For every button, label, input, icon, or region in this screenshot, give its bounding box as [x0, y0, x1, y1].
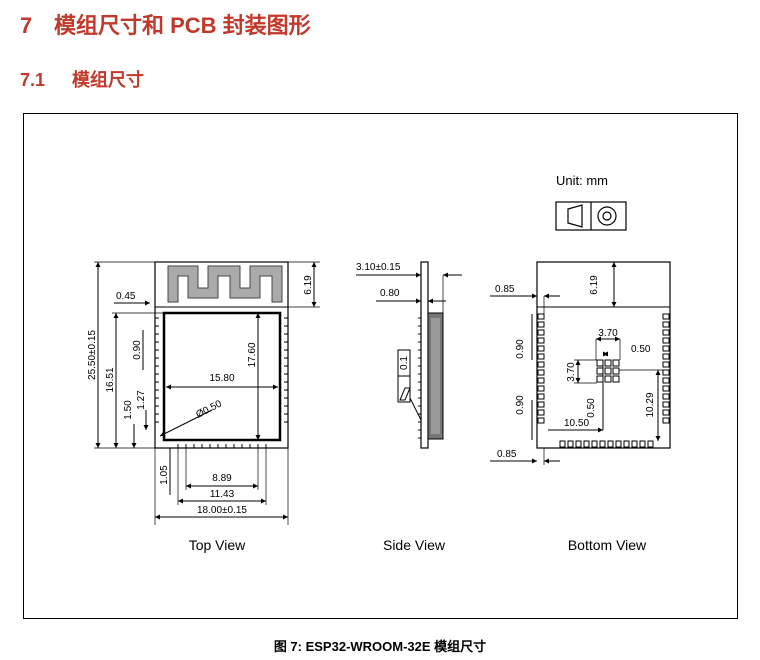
dim-1-05: 1.05 [159, 465, 170, 485]
dim-17-60: 17.60 [247, 342, 258, 367]
dim-1-27: 1.27 [136, 390, 147, 410]
dim-1-50: 1.50 [123, 400, 134, 420]
dim-3-70-height: 3.70 [566, 362, 577, 382]
dim-0-1: 0.1 [399, 356, 410, 370]
subsection-number: 7.1 [20, 70, 46, 90]
dim-diameter: Ø0.50 [194, 398, 224, 420]
section-number: 7 [20, 13, 33, 38]
dim-0-85-bottom: 0.85 [497, 449, 517, 460]
dim-0-85-top: 0.85 [495, 284, 515, 295]
dim-0-50-vertical: 0.50 [586, 398, 597, 418]
dim-total-length: 25.50±0.15 [87, 330, 98, 380]
dim-0-90-upper: 0.90 [515, 339, 526, 359]
unit-label: Unit: mm [556, 173, 608, 188]
bottom-view-label: Bottom View [568, 537, 647, 553]
top-view-label: Top View [189, 537, 246, 553]
section-heading: 7 模组尺寸和 PCB 封装图形 [20, 8, 311, 40]
figure-frame [23, 113, 738, 619]
section-title: 模组尺寸和 PCB 封装图形 [54, 13, 311, 38]
dim-11-43: 11.43 [210, 489, 235, 500]
dim-total-width: 18.00±0.15 [197, 505, 247, 516]
dim-16-51: 16.51 [105, 367, 116, 392]
dim-thickness: 3.10±0.15 [356, 262, 401, 273]
bottom-view [490, 261, 671, 465]
dim-0-50-pitch: 0.50 [631, 344, 651, 355]
side-view-labels: 3.10±0.15 0.80 0.1 [356, 262, 410, 370]
bottom-view-labels: 0.85 6.19 3.70 0.50 3.70 0.90 0.90 0.50 … [495, 275, 656, 460]
top-view [94, 261, 320, 525]
dim-0-90-lower: 0.90 [515, 395, 526, 415]
dim-8-89: 8.89 [212, 473, 232, 484]
side-view-label: Side View [383, 537, 446, 553]
dim-10-29: 10.29 [645, 392, 656, 417]
figure-caption: 图 7: ESP32-WROOM-32E 模组尺寸 [273, 639, 487, 654]
dim-0-90: 0.90 [132, 340, 143, 360]
side-view [356, 261, 462, 449]
projection-symbol-icon [555, 201, 627, 231]
dim-3-70-width: 3.70 [598, 328, 618, 339]
dim-0-45: 0.45 [116, 291, 136, 302]
dim-0-80: 0.80 [380, 288, 400, 299]
dim-15-80: 15.80 [209, 373, 234, 384]
subsection-title: 模组尺寸 [72, 70, 144, 90]
dim-6-19-bottom: 6.19 [589, 275, 600, 295]
subsection-heading: 7.1 模组尺寸 [20, 66, 144, 92]
dim-10-50: 10.50 [564, 418, 589, 429]
dim-6-19: 6.19 [303, 275, 314, 295]
